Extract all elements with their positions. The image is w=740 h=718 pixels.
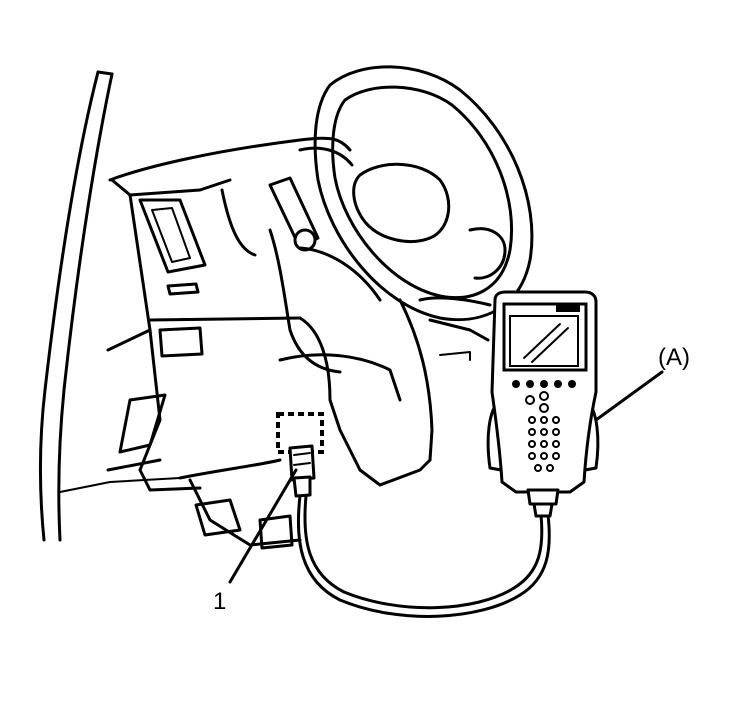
scan-tool [486,290,600,518]
dashboard [106,136,492,487]
callout-tool-label: (A) [658,344,690,371]
keypad [512,380,576,472]
door-pillar [38,70,181,542]
dlc-plug [288,444,316,498]
callout-connector-label: 1 [213,588,227,615]
pedals [138,468,302,550]
steering-column [220,176,402,402]
leader-line-1 [228,468,298,584]
leader-line-a [594,370,664,422]
tool-cable [296,494,551,618]
steering-wheel [298,65,534,322]
